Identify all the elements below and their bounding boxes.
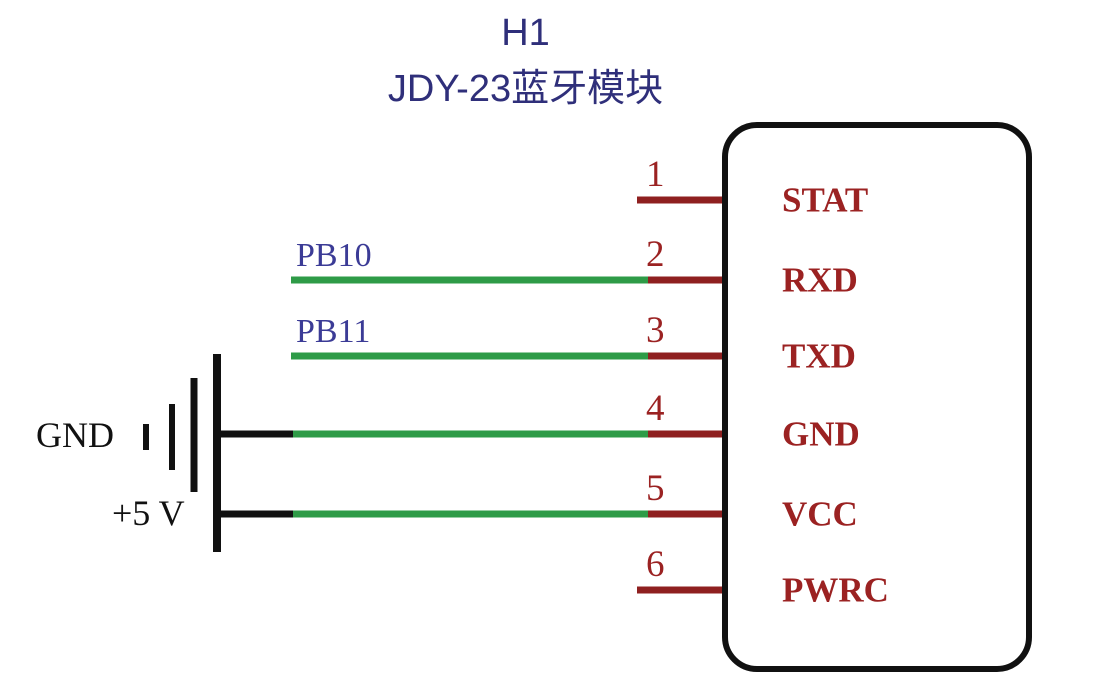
pin-number-6: 6 bbox=[646, 544, 665, 585]
pin-name-2: RXD bbox=[782, 260, 858, 300]
pin-name-1: STAT bbox=[782, 180, 869, 220]
pin-number-1: 1 bbox=[646, 154, 665, 195]
pin-number-3: 3 bbox=[646, 310, 665, 351]
pin-name-3: TXD bbox=[782, 336, 856, 376]
component-part-name: JDY-23蓝牙模块 bbox=[387, 68, 664, 110]
net-label-pb10: PB10 bbox=[296, 237, 372, 274]
component-body-outline bbox=[722, 122, 1032, 672]
pin-name-5: VCC bbox=[782, 494, 858, 534]
pin-number-2: 2 bbox=[646, 234, 665, 275]
net-label-pb11: PB11 bbox=[296, 313, 371, 350]
wire-group bbox=[291, 196, 722, 594]
pin-number-5: 5 bbox=[646, 468, 665, 509]
power-vcc-label: +5 V bbox=[112, 493, 185, 533]
pin-name-6: PWRC bbox=[782, 570, 889, 610]
power-gnd-label: GND bbox=[36, 415, 114, 455]
component-designator: H1 bbox=[501, 12, 550, 54]
pin-name-4: GND bbox=[782, 414, 860, 454]
pin-number-4: 4 bbox=[646, 388, 665, 429]
power-source-symbol bbox=[143, 354, 293, 552]
